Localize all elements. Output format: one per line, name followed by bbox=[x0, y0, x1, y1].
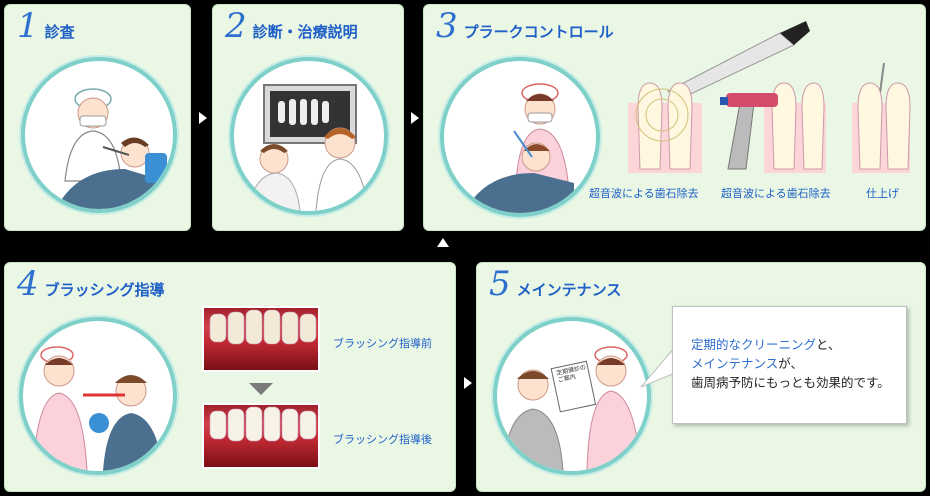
step-5-heading: 5 メインテナンス bbox=[489, 267, 621, 301]
step-1-title: 診査 bbox=[44, 23, 75, 41]
caption-after-brushing: ブラッシング指導後 bbox=[333, 433, 432, 446]
callout-line-2: メインテナンスが、 bbox=[691, 354, 892, 373]
caption-before-brushing: ブラッシング指導前 bbox=[333, 337, 432, 350]
callout-line-1-rest: と、 bbox=[816, 337, 841, 352]
tooth-diagram-ultrasonic-2 bbox=[720, 82, 826, 173]
plaque-control-illustration bbox=[440, 57, 600, 217]
callout-line-3: 歯周病予防にもっとも効果的です。 bbox=[691, 375, 890, 390]
step-5-number: 5 bbox=[489, 264, 511, 304]
arrow-4-to-5 bbox=[464, 377, 472, 389]
step-1-panel: 1 診査 bbox=[4, 4, 191, 231]
caption-ultrasonic-2: 超音波による歯石除去 bbox=[721, 187, 831, 200]
callout-line-1: 定期的なクリーニングと、 bbox=[691, 335, 892, 354]
callout-line-1-highlight: 定期的なクリーニング bbox=[691, 337, 817, 352]
step-1-heading: 1 診査 bbox=[17, 9, 75, 43]
step-4-panel: 4 ブラッシング指導 bbox=[4, 262, 456, 492]
step-5-title: メインテナンス bbox=[516, 281, 622, 299]
caption-finish: 仕上げ bbox=[866, 187, 899, 200]
arrow-1-to-2 bbox=[199, 112, 207, 124]
maintenance-illustration: 定期健診のご案内 bbox=[493, 317, 651, 475]
arrow-3-to-4 bbox=[437, 238, 449, 247]
step-3-heading: 3 プラークコントロール bbox=[436, 9, 614, 43]
before-to-after-arrow bbox=[249, 383, 273, 395]
after-brushing-photo bbox=[202, 403, 320, 469]
step-1-number: 1 bbox=[17, 6, 39, 46]
tooth-diagram-finish bbox=[852, 63, 911, 173]
callout-pointer bbox=[640, 345, 676, 388]
step-4-number: 4 bbox=[17, 264, 39, 304]
diagnosis-illustration bbox=[230, 57, 388, 215]
step-3-number: 3 bbox=[436, 6, 458, 46]
step-2-title: 診断・治療説明 bbox=[252, 23, 358, 41]
step-3-title: プラークコントロール bbox=[463, 23, 614, 41]
arrow-2-to-3 bbox=[411, 112, 419, 124]
brushing-guidance-illustration bbox=[19, 317, 177, 475]
before-brushing-photo bbox=[202, 306, 320, 372]
tooth-diagram-ultrasonic-1 bbox=[628, 82, 702, 173]
step-2-number: 2 bbox=[225, 6, 247, 46]
step-2-heading: 2 診断・治療説明 bbox=[225, 9, 358, 43]
examination-illustration bbox=[21, 57, 177, 213]
step-4-title: ブラッシング指導 bbox=[44, 281, 165, 299]
caption-ultrasonic-1: 超音波による歯石除去 bbox=[589, 187, 699, 200]
step-4-heading: 4 ブラッシング指導 bbox=[17, 267, 165, 301]
callout-line-2-rest: が、 bbox=[778, 356, 804, 371]
step-3-panel: 3 プラークコントロール bbox=[423, 4, 926, 231]
step-2-panel: 2 診断・治療説明 bbox=[212, 4, 404, 231]
maintenance-callout: 定期的なクリーニングと、 メインテナンスが、 歯周病予防にもっとも効果的です。 bbox=[672, 306, 907, 424]
callout-line-2-highlight: メインテナンス bbox=[691, 356, 779, 371]
